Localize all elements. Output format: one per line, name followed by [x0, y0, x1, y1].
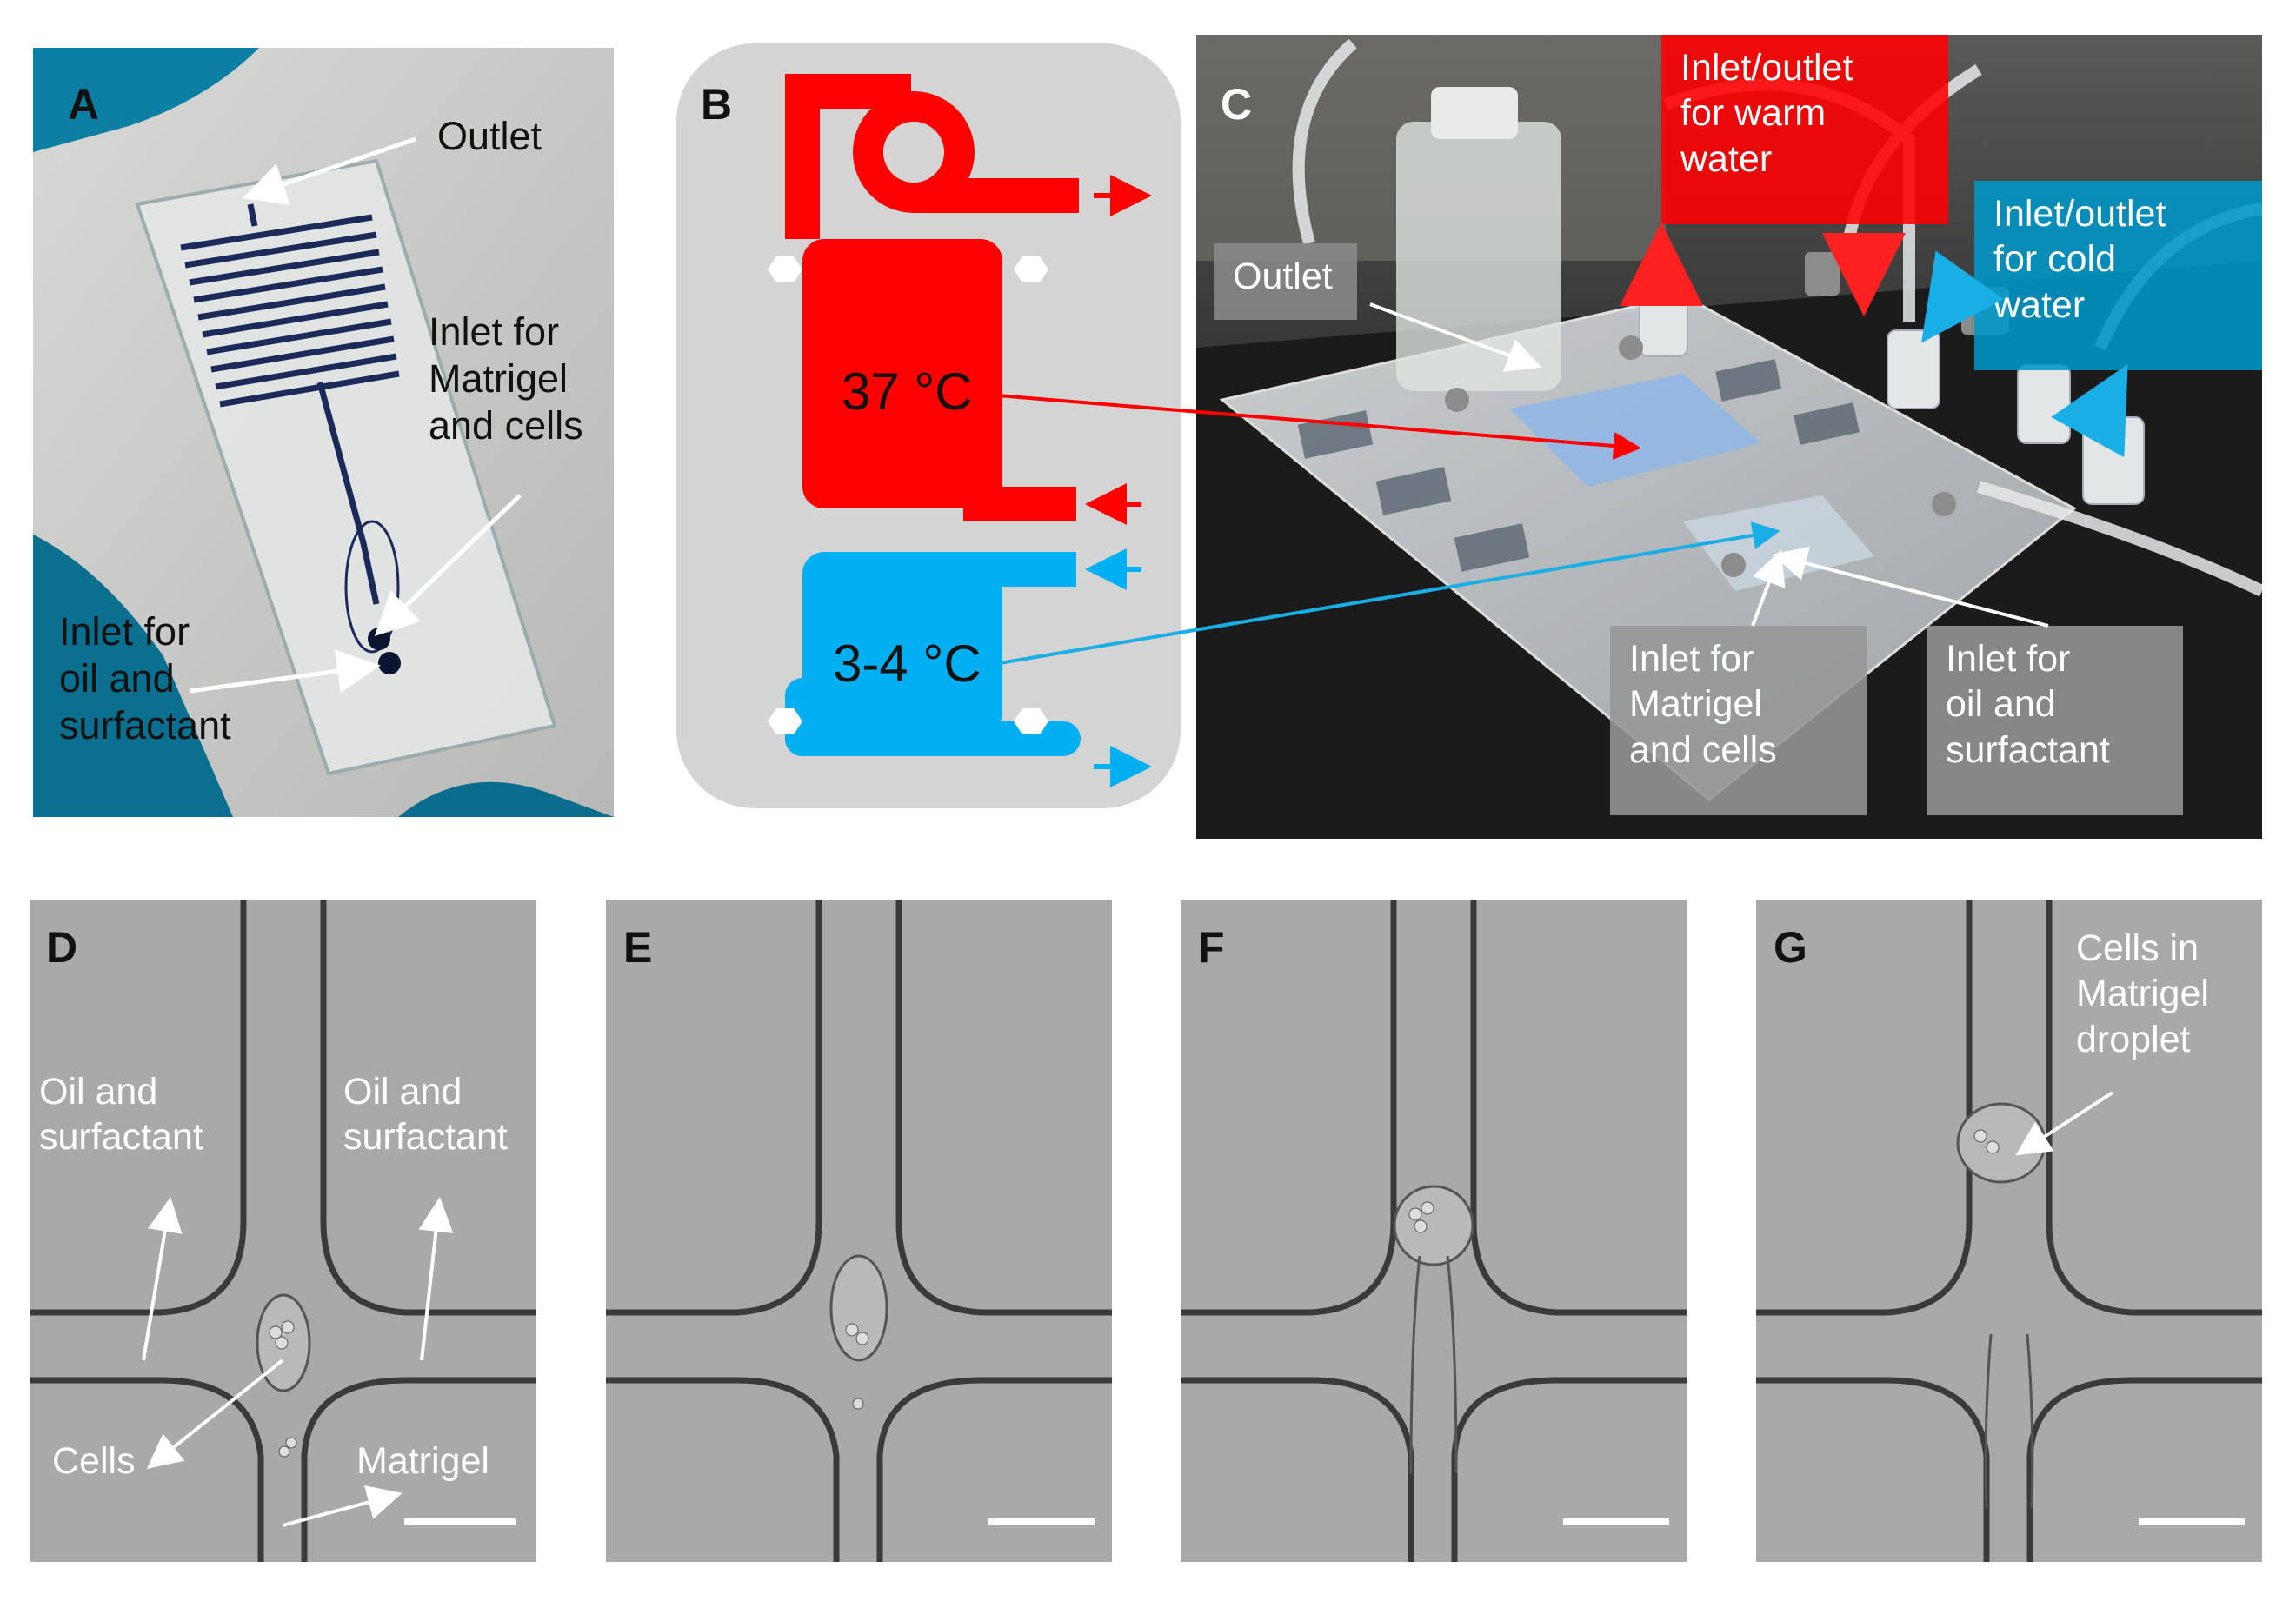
micrograph-d [30, 900, 536, 1562]
panel-d-label: D [46, 923, 78, 972]
micrograph-g [1756, 900, 2262, 1562]
panel-a: A Outlet Inlet for Matrigel and cells In… [33, 48, 614, 817]
cold-water-label: Inlet/outlet for cold water [1993, 193, 2166, 326]
matrigel-label: Matrigel [356, 1440, 489, 1482]
panel-f-label: F [1198, 923, 1225, 972]
cold-water-box: Inlet/outlet for cold water [1974, 181, 2262, 370]
warm-temp-label: 37 °C [842, 362, 973, 421]
warm-water-box: Inlet/outlet for warm water [1661, 35, 1948, 224]
outlet-label: Outlet [437, 114, 542, 158]
panel-f: F [1181, 900, 1687, 1562]
panel-c-arrows [1369, 223, 2128, 628]
temperature-arrows [997, 394, 1780, 665]
panel-g: G Cells in Matrigel droplet [1756, 900, 2262, 1562]
cold-temp-label: 3-4 °C [833, 634, 982, 693]
warm-water-label: Inlet/outlet for warm water [1680, 47, 1853, 180]
heat-exchanger-diagram [676, 43, 1181, 808]
panel-d: D Oil and surfactant Oil and surfactant … [30, 900, 536, 1562]
panel-d-arrows [142, 1197, 454, 1527]
chip-photo [33, 48, 614, 817]
oil-left-label: Oil and surfactant [39, 1071, 203, 1159]
outlet-box: Outlet [1214, 243, 1357, 320]
inlet-matrigel-label: Inlet for Matrigel and cells [429, 309, 583, 448]
oil-box: Inlet for oil and surfactant [1927, 626, 2183, 815]
panel-c: C Inlet/outlet for warm water Inlet/outl… [1196, 35, 2262, 839]
panel-g-arrows [2015, 1091, 2114, 1156]
cells-label: Cells [52, 1440, 136, 1482]
oil-right-label: Oil and surfactant [343, 1071, 508, 1159]
inlet-oil-label: Inlet for oil and surfactant [59, 609, 231, 747]
panel-c-label: C [1221, 80, 1253, 129]
panel-e-label: E [623, 923, 653, 972]
panel-e: E [606, 900, 1112, 1562]
matrigel-box-label: Inlet for Matrigel and cells [1629, 638, 1777, 771]
matrigel-box: Inlet for Matrigel and cells [1610, 626, 1867, 815]
oil-box-label: Inlet for oil and surfactant [1946, 638, 2110, 771]
panel-g-label: G [1774, 923, 1807, 972]
micrograph-f [1181, 900, 1687, 1562]
micrograph-e [606, 900, 1112, 1562]
panel-a-label: A [68, 80, 100, 129]
panel-b-label: B [701, 80, 733, 129]
panel-a-arrows [189, 136, 522, 694]
droplet-label: Cells in Matrigel droplet [2076, 927, 2209, 1060]
panel-b: B 37 °C 3-4 °C [668, 35, 1189, 817]
outlet-box-label: Outlet [1233, 256, 1333, 297]
